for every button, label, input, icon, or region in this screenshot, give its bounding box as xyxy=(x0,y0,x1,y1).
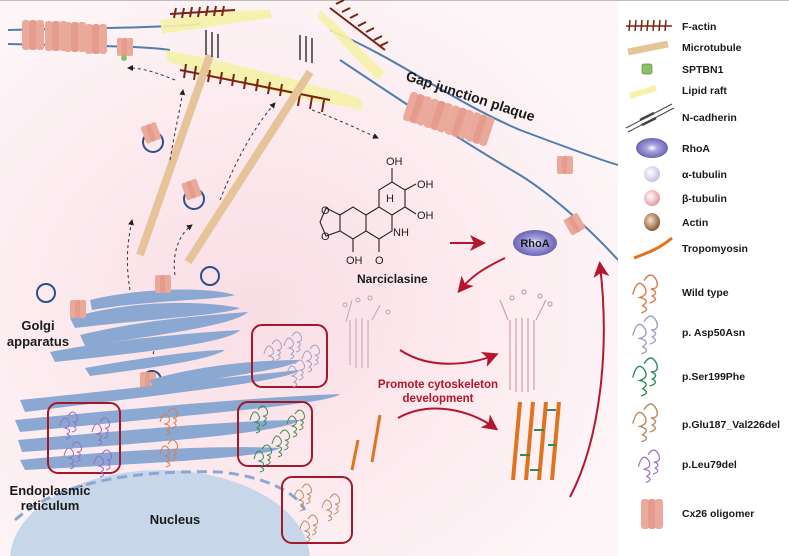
legend-label: Actin xyxy=(682,217,708,229)
legend-label: p. Asp50Asn xyxy=(682,327,745,339)
legend-label: Microtubule xyxy=(682,42,742,54)
legend-label: β-tubulin xyxy=(682,193,727,205)
legend-label: p.Ser199Phe xyxy=(682,371,745,383)
cx26-oligomer-icon xyxy=(641,499,663,529)
er-label-line1: Endoplasmic xyxy=(10,483,91,498)
mutant-box-ser199phe xyxy=(237,401,313,473)
svg-text:O: O xyxy=(321,231,330,243)
svg-text:OH: OH xyxy=(417,179,434,191)
rhoa-node: RhoA xyxy=(513,230,557,256)
narciclasine-structure xyxy=(319,168,417,252)
microtubule-icon xyxy=(627,40,669,56)
tropomyosin-icon xyxy=(633,236,673,260)
actin-crosslinks xyxy=(520,409,556,471)
transport-paths xyxy=(126,65,379,361)
nucleus-label: Nucleus xyxy=(150,512,201,527)
actin-disassembled xyxy=(350,414,382,471)
golgi-apparatus xyxy=(50,275,248,376)
rhoa-label: RhoA xyxy=(520,238,549,250)
legend-label: Wild type xyxy=(682,287,729,299)
legend: F-actin Microtubule SPTBN1 Lipid raft N-… xyxy=(625,19,780,529)
svg-text:O: O xyxy=(321,205,330,217)
svg-text:OH: OH xyxy=(417,210,434,222)
golgi-label-line1: Golgi xyxy=(21,318,54,333)
microtubule-disassembled xyxy=(342,295,391,368)
nuclear-envelope xyxy=(14,470,307,522)
legend-label: p.Leu79del xyxy=(682,459,737,471)
legend-label: F-actin xyxy=(682,21,716,33)
lipid-rafts xyxy=(160,10,385,110)
svg-text:NH: NH xyxy=(393,227,409,239)
promote-label-line2: development xyxy=(403,393,474,405)
connexin-membrane xyxy=(557,156,573,174)
legend-label: N-cadherin xyxy=(682,112,737,124)
legend-label: SPTBN1 xyxy=(682,64,724,76)
n-cadherin-icon xyxy=(625,103,675,133)
legend-label: Tropomyosin xyxy=(682,243,748,255)
er-label-line2: reticulum xyxy=(21,498,80,513)
microtubules xyxy=(136,53,314,265)
narciclasine-atoms: OH OH OH NH H O O OH O xyxy=(321,156,434,267)
svg-text:OH: OH xyxy=(346,255,363,267)
golgi-label-line2: apparatus xyxy=(7,334,69,349)
svg-text:H: H xyxy=(386,193,394,205)
f-actin xyxy=(169,0,389,113)
alpha-tubulin-icon xyxy=(644,166,660,182)
promote-label-line1: Promote cytoskeleton xyxy=(378,379,498,391)
actin-bundle-assembled xyxy=(511,401,561,481)
svg-text:O: O xyxy=(375,255,384,267)
top-border xyxy=(0,0,789,1)
process-arrows xyxy=(397,235,610,498)
rhoa-icon xyxy=(636,138,668,158)
narciclasine-label: Narciclasine xyxy=(357,272,428,286)
mutant-box-glu187-val226del xyxy=(281,476,353,544)
legend-label: Cx26 oligomer xyxy=(682,508,754,520)
svg-text:OH: OH xyxy=(386,156,403,168)
sptbn1-icon xyxy=(641,63,653,75)
n-cadherin xyxy=(205,30,313,63)
legend-label: α-tubulin xyxy=(682,169,727,181)
legend-label: Lipid raft xyxy=(682,85,727,97)
actin-icon xyxy=(644,213,660,231)
mutant-box-asp50asn xyxy=(251,324,328,388)
lipid-raft-icon xyxy=(629,85,657,99)
legend-label: RhoA xyxy=(682,143,710,155)
legend-label: p.Glu187_Val226del xyxy=(682,419,780,431)
nucleus xyxy=(10,470,310,556)
gap-junction-left xyxy=(22,20,133,61)
microtubule-assembled xyxy=(499,289,553,392)
mutant-box-leu79del xyxy=(47,402,121,478)
beta-tubulin-icon xyxy=(644,190,660,206)
f-actin-icon xyxy=(626,19,672,32)
